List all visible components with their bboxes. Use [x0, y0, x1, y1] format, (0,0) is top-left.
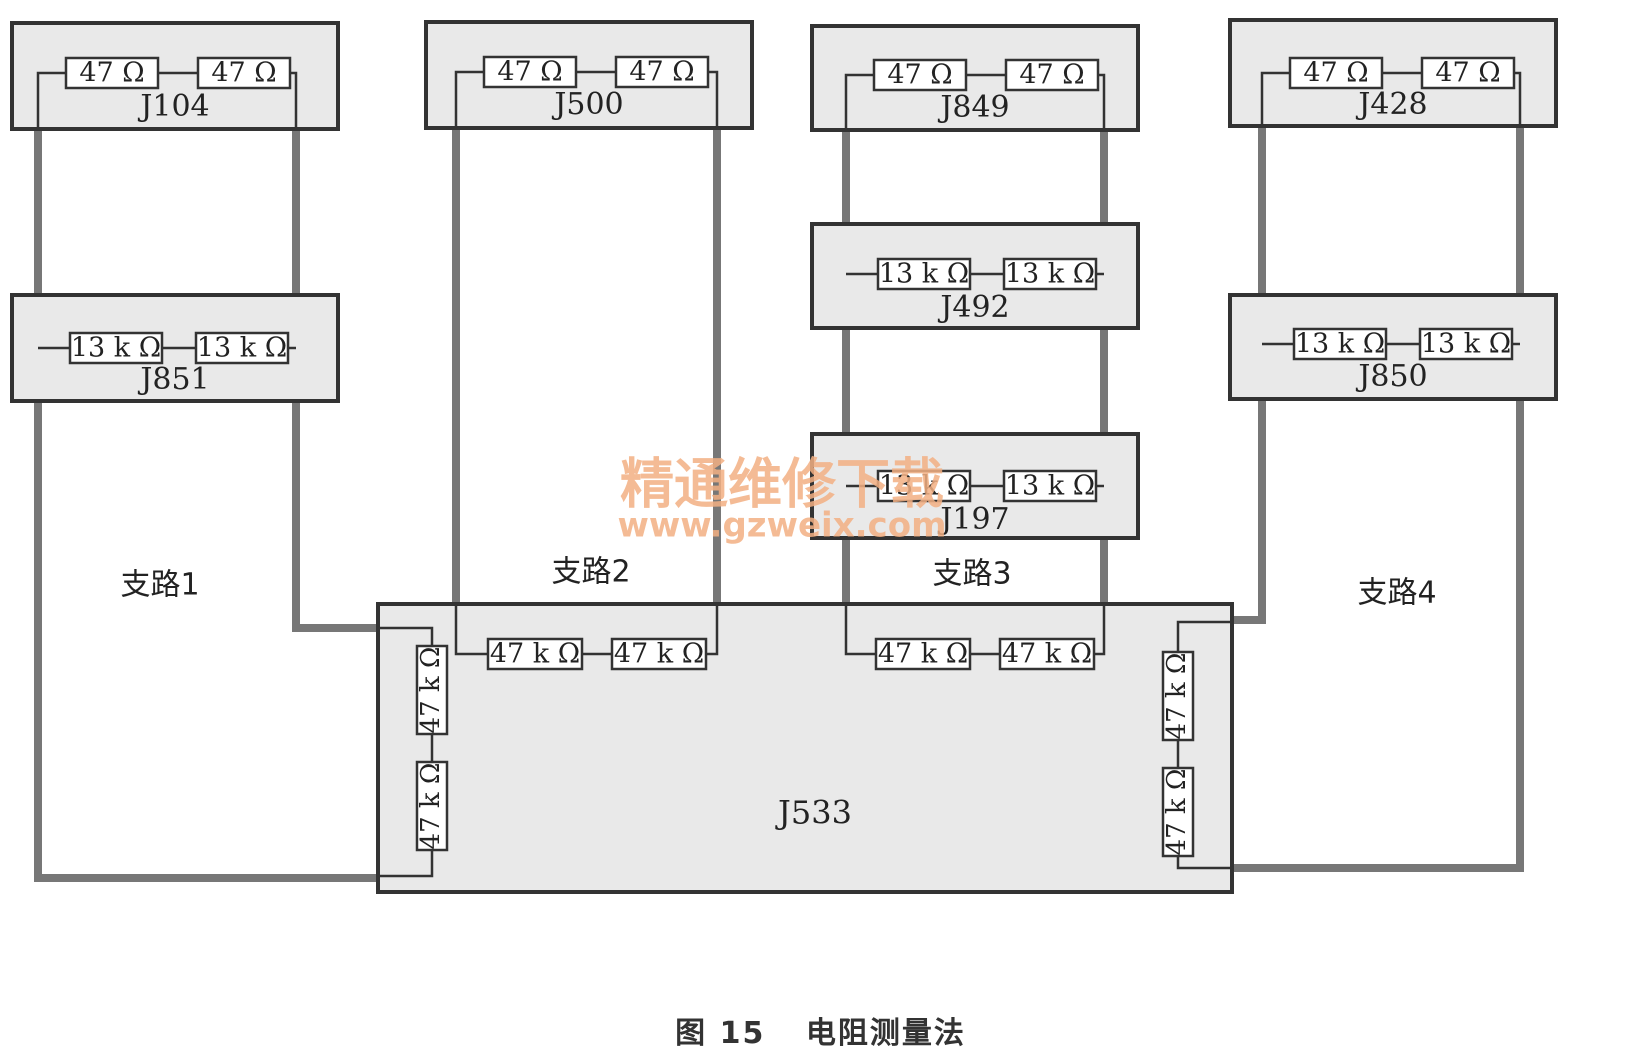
gateway-left-resistor-2	[415, 760, 449, 852]
figure-caption: 图 15 电阻测量法	[0, 1008, 1641, 1052]
module-j500-resistor-1-label: 47 Ω	[497, 57, 562, 88]
module-j500-label: J500	[551, 87, 623, 122]
module-j492-resistor-1	[876, 257, 972, 291]
branch4-left-wire	[1232, 126, 1266, 624]
module-j197-resistor-2-label: 13 k Ω	[1005, 471, 1095, 502]
module-j849	[810, 24, 1140, 132]
watermark-url: www.gzweix.com	[617, 506, 946, 546]
gateway-left-resistor-1-label: 47 k Ω	[416, 647, 446, 734]
gateway-tl-resistor-1-label: 47 k Ω	[490, 639, 580, 670]
module-j428-resistor-2-label: 47 Ω	[1435, 58, 1500, 89]
gateway-tr-resistor-2-label: 47 k Ω	[1002, 639, 1092, 670]
module-j851-label: J851	[137, 362, 209, 397]
branch-label-4: 支路4	[1357, 576, 1436, 611]
module-j197-resistor-1-label: 13 k Ω	[879, 471, 969, 502]
module-j104-label: J104	[137, 89, 209, 124]
module-j428-label: J428	[1355, 87, 1427, 122]
module-j851-resistor-2-label: 13 k Ω	[197, 333, 287, 364]
module-j104-lead-left	[36, 71, 66, 129]
gateway-tl-resistor-1	[486, 637, 584, 671]
module-j104-resistor-1-label: 47 Ω	[79, 58, 144, 89]
gateway-right-lead-top	[1176, 620, 1230, 652]
gateway-tl-lead-left	[454, 604, 488, 656]
module-j492-resistor-2	[1002, 257, 1098, 291]
module-j104-resistor-1	[64, 56, 160, 90]
branch4-right-wire	[1232, 126, 1524, 872]
gateway-tr-resistor-2	[998, 637, 1096, 671]
gateway-tl-lead-right	[706, 604, 719, 656]
module-j492-label: J492	[937, 290, 1009, 325]
module-j197-resistor-2	[1002, 469, 1098, 503]
module-j849-lead-left	[844, 73, 874, 130]
figure-number: 图 15	[675, 1016, 766, 1051]
module-j492-resistor-1-label: 13 k Ω	[879, 259, 969, 290]
module-j428-resistor-1-label: 47 Ω	[1303, 58, 1368, 89]
module-j851-resistor-2	[194, 331, 290, 365]
module-j492-resistor-2-label: 13 k Ω	[1005, 259, 1095, 290]
module-j500-resistor-2-label: 47 Ω	[629, 57, 694, 88]
module-j428-resistor-2	[1420, 56, 1516, 90]
module-j428-resistor-1	[1288, 56, 1384, 90]
gateway-tr-resistor-1-label: 47 k Ω	[878, 639, 968, 670]
module-j850-resistor-1-label: 13 k Ω	[1295, 329, 1385, 360]
module-j500-lead-left	[454, 70, 484, 128]
module-j849-resistor-1	[872, 58, 968, 92]
module-j850-resistor-2-label: 13 k Ω	[1421, 329, 1511, 360]
gateway-right-lead-bottom	[1176, 856, 1230, 870]
branch-label-1: 支路1	[120, 568, 199, 603]
gateway-right-resistor-2-label: 47 k Ω	[1162, 769, 1192, 856]
module-j104-lead-right	[290, 71, 298, 129]
module-j428-lead-left	[1260, 71, 1290, 126]
watermark-title: 精通维修下载	[620, 453, 944, 516]
module-j197-resistor-1	[876, 469, 972, 503]
module-j500-resistor-1	[482, 55, 578, 89]
module-j500-resistor-2	[614, 55, 710, 89]
gateway-tr-lead-right	[1094, 604, 1106, 656]
gateway-tr-resistor-1	[874, 637, 972, 671]
module-j849-resistor-2	[1004, 58, 1100, 92]
module-j849-lead-right	[1098, 73, 1106, 130]
branch1-left-wire	[34, 128, 378, 882]
gateway-left-resistor-1	[415, 644, 449, 736]
gateway-left-lead-top	[380, 626, 434, 646]
module-j850-label: J850	[1355, 359, 1427, 394]
module-j849-resistor-2-label: 47 Ω	[1019, 60, 1084, 91]
branch-label-3: 支路3	[932, 557, 1011, 592]
gateway-right-resistor-1-label: 47 k Ω	[1162, 653, 1192, 740]
gateway-tr-lead-left	[844, 604, 876, 656]
figure-title: 电阻测量法	[805, 1016, 966, 1051]
gateway-j533-label: J533	[775, 794, 852, 832]
module-j500-lead-right	[708, 70, 719, 128]
module-j104-resistor-2-label: 47 Ω	[211, 58, 276, 89]
module-j849-label: J849	[937, 90, 1009, 125]
branch-label-2: 支路2	[551, 555, 630, 590]
gateway-left-lead-bottom	[380, 850, 434, 878]
module-j428-lead-right	[1514, 71, 1522, 126]
gateway-right-resistor-2	[1161, 766, 1195, 858]
gateway-tl-resistor-2-label: 47 k Ω	[614, 639, 704, 670]
gateway-tl-resistor-2	[610, 637, 708, 671]
gateway-right-resistor-1	[1161, 650, 1195, 742]
module-j104-resistor-2	[196, 56, 292, 90]
module-j850-resistor-2	[1418, 327, 1514, 361]
gateway-left-resistor-2-label: 47 k Ω	[416, 763, 446, 850]
module-j851-resistor-1-label: 13 k Ω	[71, 333, 161, 364]
module-j197-label: J197	[937, 502, 1009, 537]
module-j851-resistor-1	[68, 331, 164, 365]
module-j850-resistor-1	[1292, 327, 1388, 361]
module-j849-resistor-1-label: 47 Ω	[887, 60, 952, 91]
